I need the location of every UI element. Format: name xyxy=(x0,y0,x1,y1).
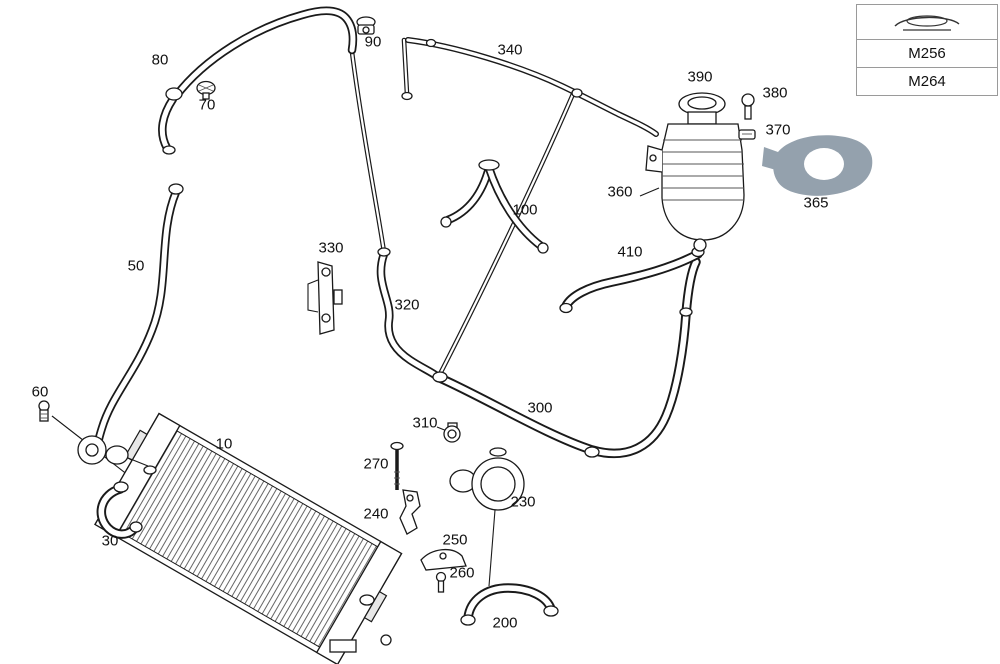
clamp-310-drawing xyxy=(443,422,461,443)
part-label-270[interactable]: 270 xyxy=(363,455,389,473)
part-label-30[interactable]: 30 xyxy=(101,532,119,550)
part-label-320[interactable]: 320 xyxy=(394,296,420,314)
legend-model-m264-label: M264 xyxy=(908,73,946,90)
hose-50-drawing xyxy=(93,183,184,461)
bracket-250-drawing xyxy=(420,549,467,571)
part-label-200[interactable]: 200 xyxy=(492,614,518,632)
hose-30-drawing xyxy=(96,481,143,539)
part-label-310[interactable]: 310 xyxy=(412,414,438,432)
part-label-10[interactable]: 10 xyxy=(215,435,233,453)
part-label-410[interactable]: 410 xyxy=(617,243,643,261)
part-label-300[interactable]: 300 xyxy=(527,399,553,417)
part-label-330[interactable]: 330 xyxy=(318,239,344,257)
radiator-fittings-drawing xyxy=(143,465,392,653)
bolt-270-drawing xyxy=(390,441,404,490)
hose-100-drawing xyxy=(440,159,549,254)
clip-370-drawing xyxy=(738,129,756,140)
bracket-365-drawing xyxy=(762,135,873,196)
screw-260-drawing xyxy=(435,571,447,593)
part-label-240[interactable]: 240 xyxy=(363,505,389,523)
part-label-365[interactable]: 365 xyxy=(803,194,829,212)
legend-model-m256-label: M256 xyxy=(908,45,946,62)
hose-200-drawing xyxy=(460,583,559,626)
bracket-240-drawing xyxy=(399,489,421,535)
hose-340-drawing xyxy=(401,37,659,137)
part-label-80[interactable]: 80 xyxy=(151,51,169,69)
part-label-70[interactable]: 70 xyxy=(198,96,216,114)
part-label-380[interactable]: 380 xyxy=(762,84,788,102)
sensor-60-drawing xyxy=(38,400,50,422)
part-label-60[interactable]: 60 xyxy=(31,383,49,401)
cap-70-drawing xyxy=(196,80,216,100)
hose-80-drawing xyxy=(158,6,358,155)
model-legend: M256 M264 xyxy=(856,4,998,96)
legend-model-m256[interactable]: M256 xyxy=(857,39,997,67)
legend-engine-thumbnail[interactable] xyxy=(857,5,997,39)
part-label-260[interactable]: 260 xyxy=(449,564,475,582)
part-label-360[interactable]: 360 xyxy=(607,183,633,201)
part-label-230[interactable]: 230 xyxy=(510,493,536,511)
engine-icon xyxy=(894,15,960,31)
hose-410-drawing xyxy=(559,246,705,314)
expansion-tank-360-drawing xyxy=(645,92,745,252)
radiator-10-drawing xyxy=(94,412,403,664)
pump-230-drawing xyxy=(449,447,525,511)
thermostat-housing-drawing xyxy=(77,435,149,467)
part-label-370[interactable]: 370 xyxy=(765,121,791,139)
part-label-340[interactable]: 340 xyxy=(497,41,523,59)
part-label-100[interactable]: 100 xyxy=(512,201,538,219)
thin-pipes xyxy=(349,37,576,377)
part-label-50[interactable]: 50 xyxy=(127,257,145,275)
part-label-250[interactable]: 250 xyxy=(442,531,468,549)
screw-380-drawing xyxy=(741,93,755,120)
legend-model-m264[interactable]: M264 xyxy=(857,67,997,95)
bracket-90-drawing xyxy=(356,16,376,35)
part-label-390[interactable]: 390 xyxy=(687,68,713,86)
hose-320-drawing xyxy=(376,247,443,382)
bracket-330-drawing xyxy=(307,261,343,335)
part-label-90[interactable]: 90 xyxy=(364,33,382,51)
hose-300-drawing xyxy=(432,257,701,459)
